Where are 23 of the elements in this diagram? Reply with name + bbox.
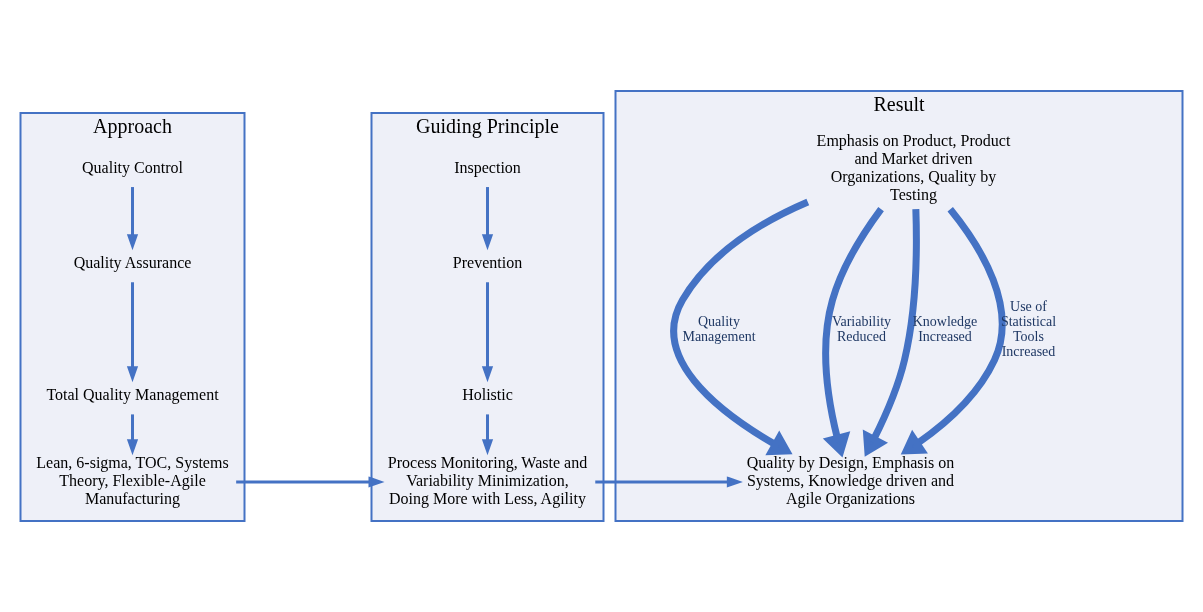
- arrow: [595, 476, 743, 488]
- edge-label: Quality Management: [682, 314, 756, 345]
- node-text: Total Quality Management: [46, 385, 219, 403]
- node-text: Quality Control: [82, 158, 183, 176]
- arrow: [670, 198, 810, 456]
- edge-label: Variability Reduced: [831, 314, 892, 345]
- arrow: [481, 282, 494, 383]
- arrow: [822, 206, 884, 458]
- node-text: Quality Assurance: [73, 253, 192, 271]
- node-text: Emphasis on Product, Product and Market driven Organizations, Quality by Testing: [816, 131, 1011, 203]
- arrow: [481, 187, 494, 251]
- arrow: [236, 476, 385, 488]
- arrow: [126, 414, 139, 456]
- node-text: Lean, 6-sigma, TOC, Systems Theory, Flexible-Agile Manufacturing: [36, 453, 229, 507]
- node-text: Process Monitoring, Waste and Variability Minimization, Doing More with Less, Agility: [387, 453, 588, 507]
- node-text: Inspection: [454, 158, 521, 176]
- node-text: Prevention: [452, 253, 523, 271]
- arrow: [126, 282, 139, 383]
- arrow: [126, 187, 139, 251]
- arrow: [900, 207, 1006, 455]
- node-text: Holistic: [462, 385, 513, 403]
- node-text: Quality by Design, Emphasis on Systems, Knowledge driven and Agile Organizations: [746, 453, 955, 507]
- arrow: [481, 414, 494, 456]
